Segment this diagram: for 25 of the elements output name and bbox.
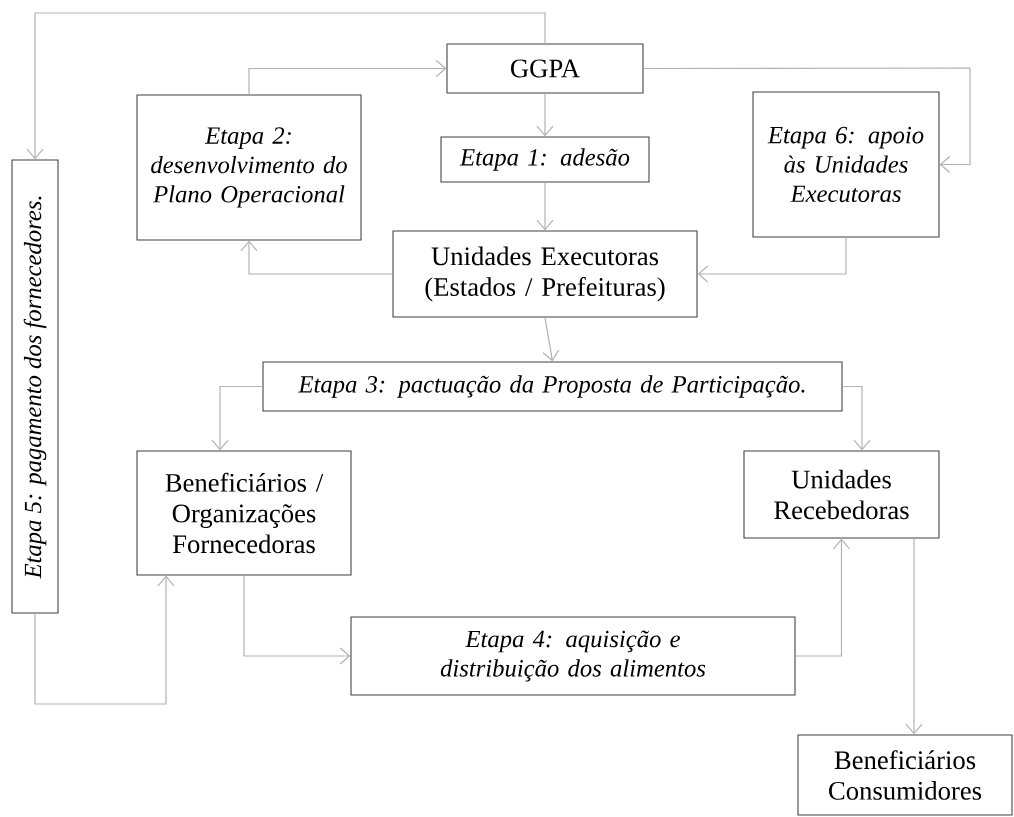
step-box: Etapa 1: adesão bbox=[440, 136, 650, 183]
arrow bbox=[240, 240, 394, 275]
arrow bbox=[542, 316, 560, 362]
step-box: Etapa 4: aquisição e distribuição dos alimentos bbox=[350, 616, 796, 696]
step-box: Etapa 2: desenvolvimento do Plano Operacional bbox=[136, 94, 362, 241]
arrow bbox=[26, 12, 546, 160]
arrow bbox=[794, 538, 851, 657]
step-box: Etapa 5: pagamento dos fornecedores. bbox=[11, 159, 59, 614]
process-box: Beneficiários Consumidores bbox=[797, 734, 1013, 816]
process-box: Beneficiários / Organizações Fornecedoras bbox=[136, 450, 352, 576]
arrow bbox=[697, 236, 847, 283]
process-box: GGPA bbox=[446, 43, 644, 94]
step-box: Etapa 3: pactuação da Proposta de Participação. bbox=[262, 361, 843, 412]
arrow bbox=[243, 574, 351, 665]
process-box: Unidades Executoras (Estados / Prefeituras) bbox=[392, 230, 698, 318]
arrow bbox=[248, 59, 447, 96]
arrow bbox=[34, 575, 175, 705]
arrow bbox=[536, 181, 554, 231]
arrow bbox=[211, 385, 264, 451]
arrow bbox=[841, 385, 871, 451]
arrow bbox=[642, 67, 971, 174]
step-box: Etapa 6: apoio às Unidades Executoras bbox=[752, 91, 940, 238]
process-box: Unidades Recebedoras bbox=[743, 450, 940, 539]
arrow bbox=[905, 537, 923, 735]
arrow bbox=[536, 92, 554, 137]
